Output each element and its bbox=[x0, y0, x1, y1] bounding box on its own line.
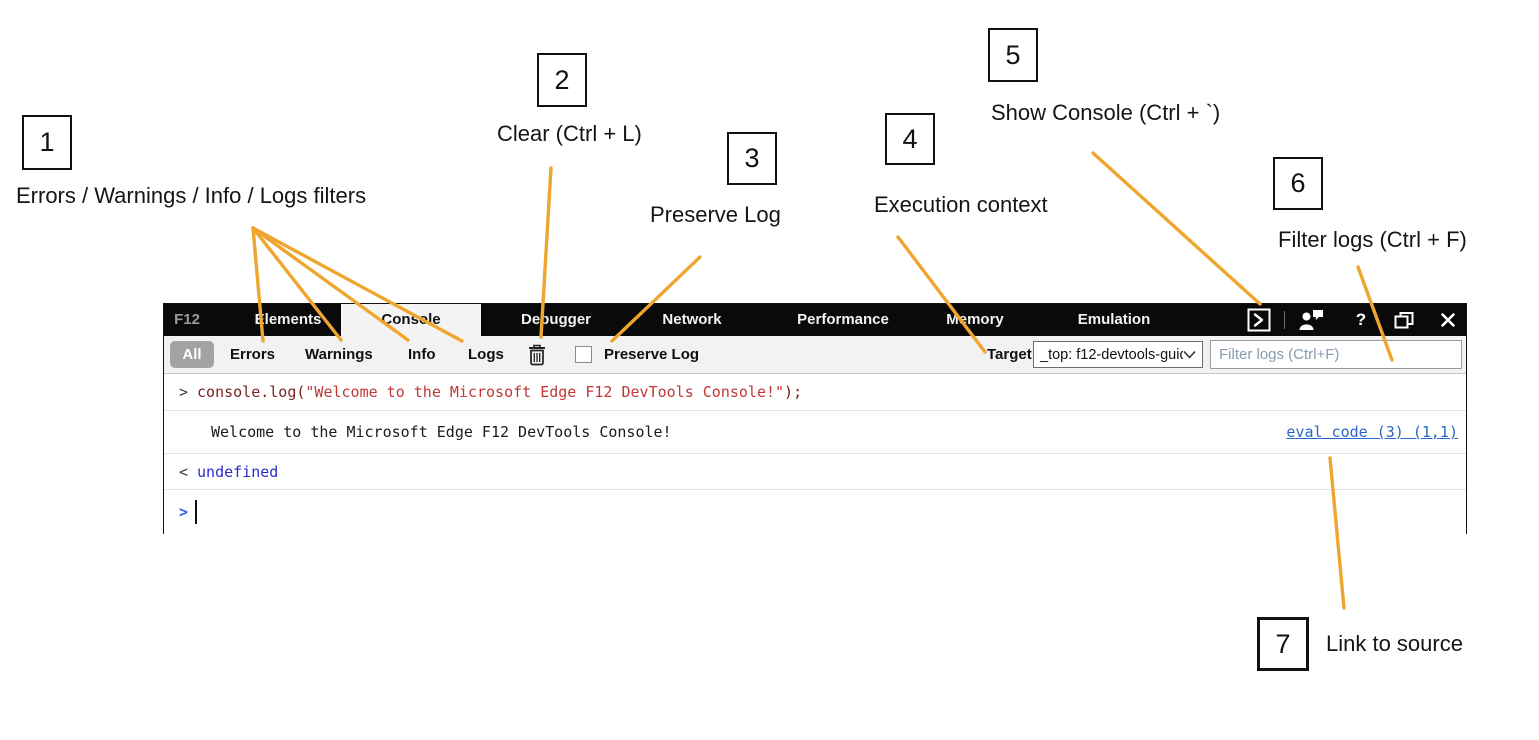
callout-box-2: 2 bbox=[537, 53, 587, 107]
callout-box-3: 3 bbox=[727, 132, 777, 185]
devtools-tab-bar: F12 Elements Console Debugger Network Pe… bbox=[164, 304, 1466, 336]
chevron-down-icon bbox=[1183, 350, 1196, 359]
tab-performance[interactable]: Performance bbox=[797, 311, 889, 328]
callout-box-4: 4 bbox=[885, 113, 935, 165]
show-console-icon[interactable] bbox=[1247, 308, 1271, 332]
console-filter-bar: All Errors Warnings Info Logs Preserve L… bbox=[164, 336, 1466, 374]
log-message: Welcome to the Microsoft Edge F12 DevToo… bbox=[211, 423, 672, 441]
tab-console-active[interactable]: Console bbox=[341, 304, 481, 336]
input-echo-prompt: > bbox=[179, 383, 189, 401]
result-prompt: < bbox=[179, 462, 189, 481]
filter-logs-input[interactable] bbox=[1210, 340, 1462, 369]
tab-emulation[interactable]: Emulation bbox=[1077, 311, 1151, 328]
input-echo-code: console.log("Welcome to the Microsoft Ed… bbox=[197, 383, 803, 401]
help-icon[interactable]: ? bbox=[1355, 310, 1367, 329]
callout-number: 6 bbox=[1290, 168, 1306, 198]
target-dropdown-value: _top: f12-devtools-guide bbox=[1040, 346, 1183, 363]
console-result-row: < undefined bbox=[164, 454, 1466, 490]
callout-number: 3 bbox=[744, 143, 760, 173]
console-log-row: Welcome to the Microsoft Edge F12 DevToo… bbox=[164, 411, 1466, 454]
preserve-log-label[interactable]: Preserve Log bbox=[604, 346, 700, 363]
callout-box-5: 5 bbox=[988, 28, 1038, 82]
callout-box-1: 1 bbox=[22, 115, 72, 170]
filter-errors-button[interactable]: Errors bbox=[230, 346, 276, 363]
restore-window-icon[interactable] bbox=[1393, 308, 1415, 332]
console-output-area: > console.log("Welcome to the Microsoft … bbox=[164, 374, 1466, 534]
callout-label-7: Link to source bbox=[1326, 631, 1463, 656]
result-value: undefined bbox=[197, 462, 279, 481]
callout-label-5: Show Console (Ctrl + `) bbox=[991, 100, 1221, 125]
target-dropdown[interactable]: _top: f12-devtools-guide bbox=[1033, 341, 1203, 368]
filter-all-button[interactable]: All bbox=[170, 341, 214, 368]
source-link[interactable]: eval code (3) (1,1) bbox=[1286, 423, 1458, 441]
filter-warnings-button[interactable]: Warnings bbox=[305, 346, 373, 363]
console-input-echo-row: > console.log("Welcome to the Microsoft … bbox=[164, 374, 1466, 411]
callout-box-6: 6 bbox=[1273, 157, 1323, 210]
tab-f12[interactable]: F12 bbox=[174, 311, 200, 328]
tab-memory[interactable]: Memory bbox=[946, 311, 1004, 328]
devtools-window: F12 Elements Console Debugger Network Pe… bbox=[163, 303, 1467, 534]
close-icon[interactable] bbox=[1439, 308, 1457, 332]
callout-label-3: Preserve Log bbox=[650, 202, 781, 227]
target-label: Target bbox=[987, 346, 1032, 363]
callout-line-5-showconsole bbox=[1091, 151, 1262, 306]
callout-number: 7 bbox=[1275, 628, 1291, 659]
preserve-log-checkbox[interactable] bbox=[575, 346, 592, 363]
callout-label-1: Errors / Warnings / Info / Logs filters bbox=[16, 183, 367, 208]
text-cursor bbox=[195, 500, 198, 524]
tab-elements[interactable]: Elements bbox=[254, 311, 322, 328]
filter-info-button[interactable]: Info bbox=[408, 346, 436, 363]
callout-label-4: Execution context bbox=[874, 192, 1048, 217]
callout-number: 2 bbox=[554, 64, 570, 95]
callout-number: 5 bbox=[1005, 39, 1021, 70]
console-input-line[interactable]: > bbox=[164, 490, 1466, 534]
input-prompt: > bbox=[179, 503, 189, 521]
feedback-icon[interactable] bbox=[1297, 308, 1325, 332]
trash-icon[interactable] bbox=[528, 344, 546, 366]
filter-logs-button[interactable]: Logs bbox=[468, 346, 504, 363]
callout-number: 1 bbox=[39, 127, 55, 157]
toolbar-separator bbox=[1284, 311, 1285, 329]
callout-label-2: Clear (Ctrl + L) bbox=[497, 121, 642, 146]
callout-box-7: 7 bbox=[1257, 617, 1309, 671]
callout-number: 4 bbox=[902, 123, 918, 154]
tab-network[interactable]: Network bbox=[662, 311, 722, 328]
callout-label-6: Filter logs (Ctrl + F) bbox=[1278, 227, 1467, 252]
tab-debugger[interactable]: Debugger bbox=[520, 311, 592, 328]
